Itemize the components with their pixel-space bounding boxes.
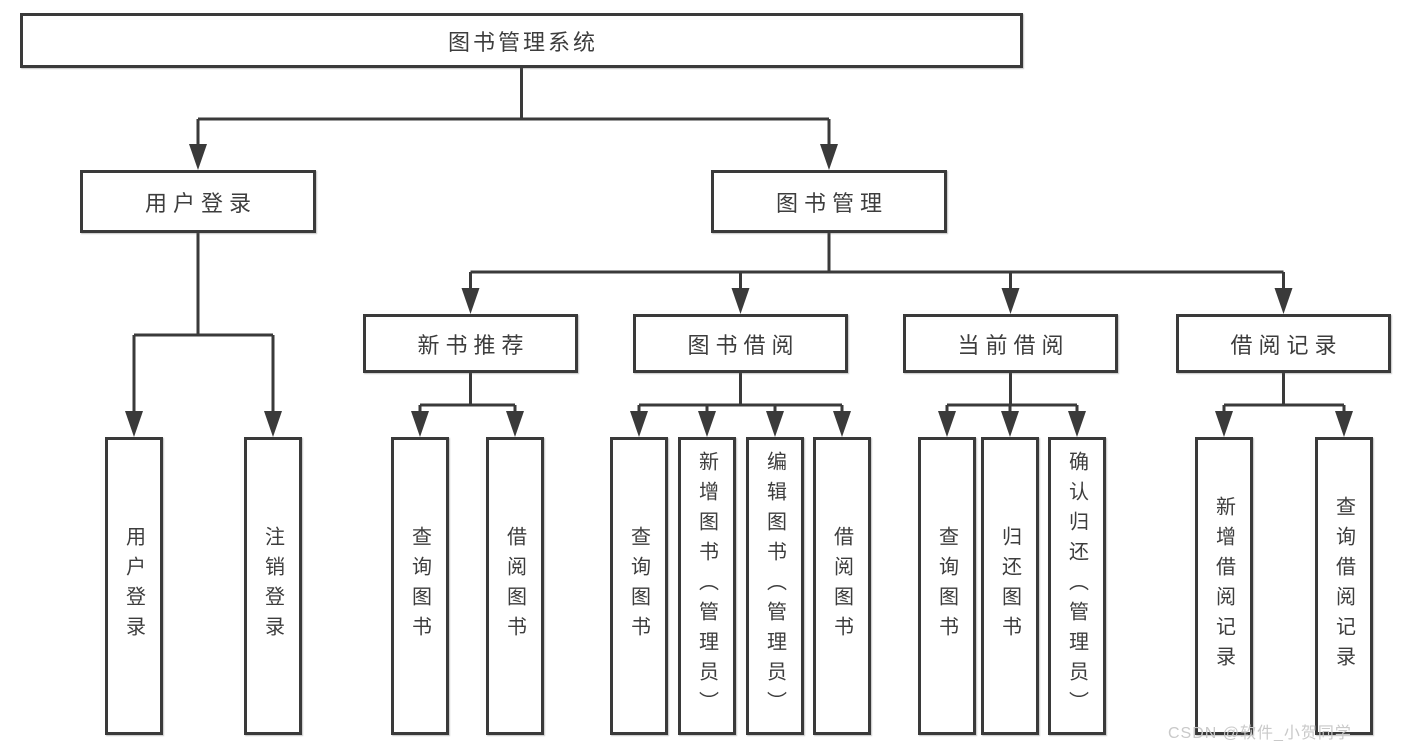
arrowhead — [766, 411, 784, 437]
node-confirm-return-admin: 确认归还（管理员） — [1048, 437, 1106, 735]
node-current-borrowing: 当前借阅 — [903, 314, 1118, 373]
arrowhead — [411, 411, 429, 437]
arrowhead — [264, 411, 282, 437]
arrowhead — [1274, 288, 1293, 314]
connector-path — [132, 68, 1346, 415]
arrowhead — [189, 144, 207, 170]
arrowhead — [938, 411, 956, 437]
arrowheads — [125, 144, 1353, 437]
arrowhead — [1001, 411, 1019, 437]
node-return-books: 归还图书 — [981, 437, 1039, 735]
arrowhead — [1068, 411, 1086, 437]
csdn-watermark: CSDN @软件_小贺同学 — [1168, 725, 1352, 742]
node-query-books-current: 查询图书 — [918, 437, 976, 735]
node-add-borrow-record: 新增借阅记录 — [1195, 437, 1253, 735]
arrowhead — [461, 288, 480, 314]
arrowhead — [731, 288, 750, 314]
node-root: 图书管理系统 — [20, 13, 1023, 68]
node-add-books-admin: 新增图书（管理员） — [678, 437, 736, 735]
arrowhead — [125, 411, 143, 437]
node-query-books-recommend: 查询图书 — [391, 437, 449, 735]
node-borrow-books-borrowing: 借阅图书 — [813, 437, 871, 735]
node-book-borrowing: 图书借阅 — [633, 314, 848, 373]
arrowhead — [1001, 288, 1020, 314]
arrowhead — [1215, 411, 1233, 437]
node-logout: 注销登录 — [244, 437, 302, 735]
node-edit-books-admin: 编辑图书（管理员） — [746, 437, 804, 735]
node-user-login: 用户登录 — [80, 170, 316, 233]
node-borrow-books-recommend: 借阅图书 — [486, 437, 544, 735]
node-query-books-borrowing: 查询图书 — [610, 437, 668, 735]
arrowhead — [698, 411, 716, 437]
arrowhead — [820, 144, 838, 170]
node-borrowing-records: 借阅记录 — [1176, 314, 1391, 373]
node-new-book-recommend: 新书推荐 — [363, 314, 578, 373]
node-query-borrow-record: 查询借阅记录 — [1315, 437, 1373, 735]
arrowhead — [1335, 411, 1353, 437]
node-user-login-leaf: 用户登录 — [105, 437, 163, 735]
node-book-management: 图书管理 — [711, 170, 947, 233]
arrowhead — [506, 411, 524, 437]
arrowhead — [833, 411, 851, 437]
arrowhead — [630, 411, 648, 437]
